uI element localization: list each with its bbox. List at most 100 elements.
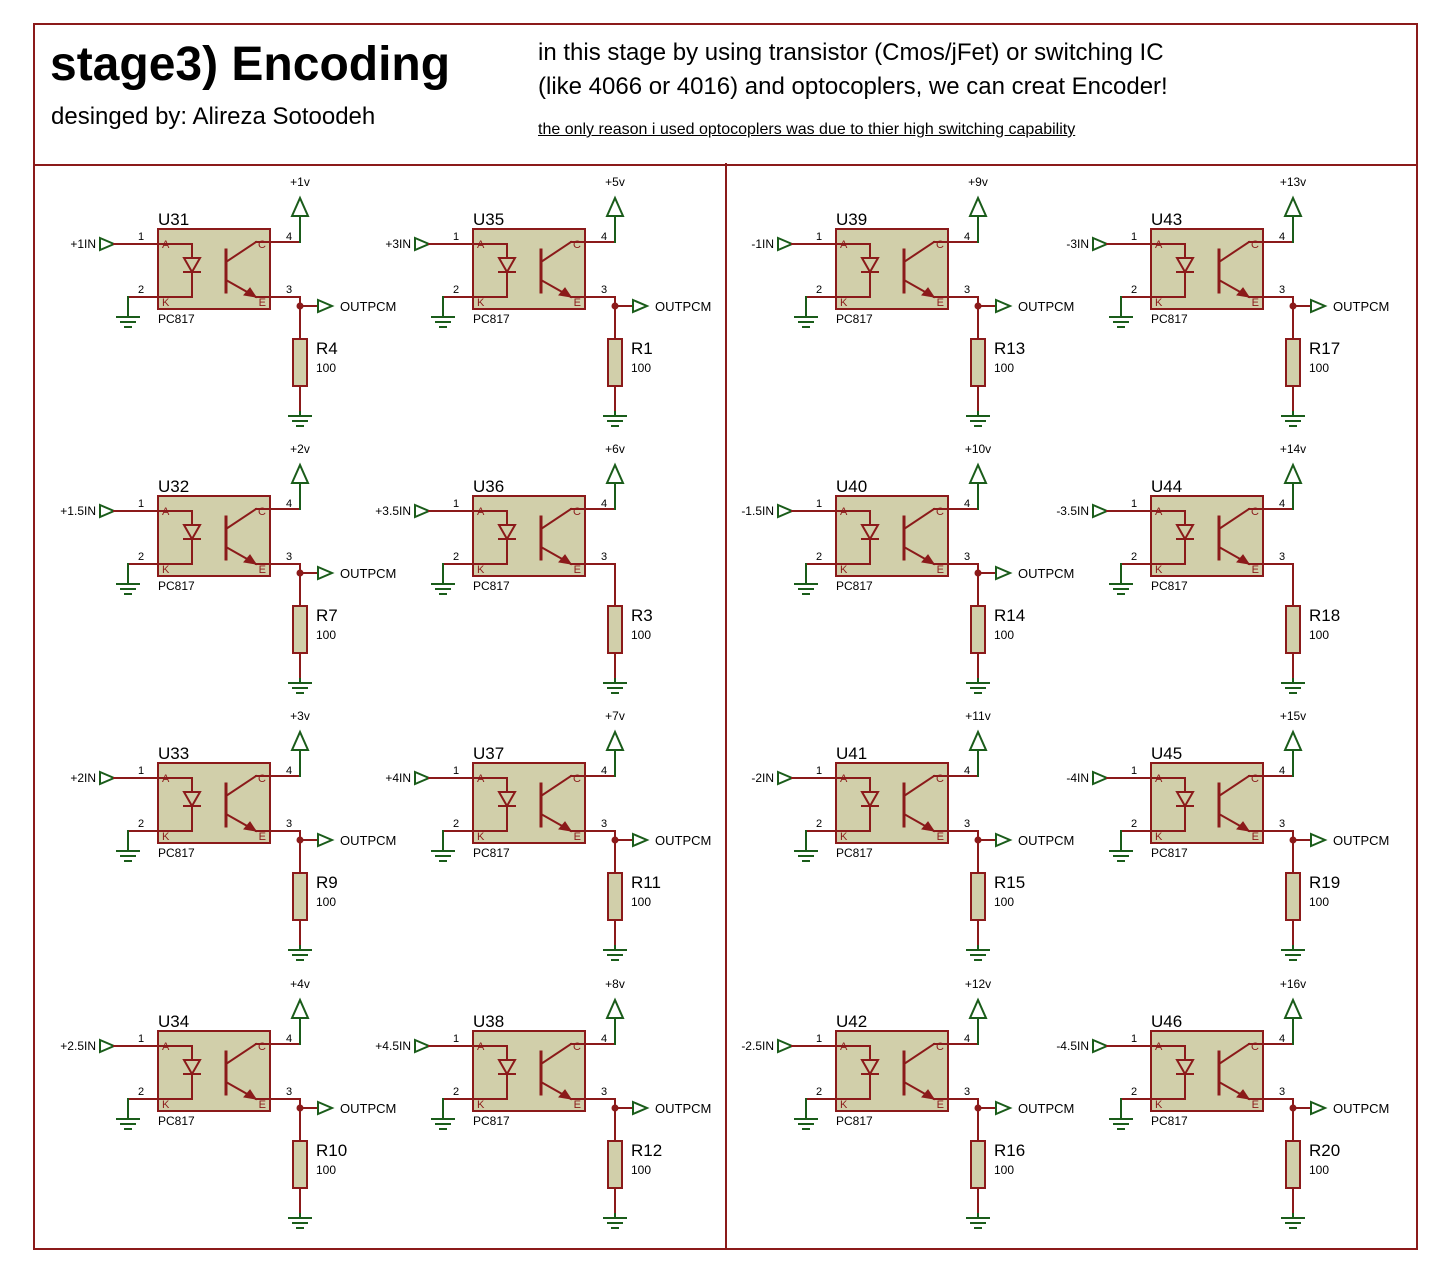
pin-label-cathode: K <box>1155 831 1163 843</box>
transistor-collector <box>539 240 573 264</box>
design-note: the only reason i used optocoplers was d… <box>538 121 1076 138</box>
pin-label-emitter: E <box>574 831 581 843</box>
supply-label: +15v <box>1280 709 1306 723</box>
input-terminal-icon <box>414 770 432 786</box>
pin-number: 4 <box>601 1033 607 1045</box>
pin-number: 3 <box>1279 284 1285 296</box>
input-terminal-icon <box>777 1038 795 1054</box>
pin-label-cathode: K <box>162 1099 170 1111</box>
pin-number: 3 <box>286 284 292 296</box>
resistor-value: 100 <box>631 1163 651 1177</box>
led-icon <box>1175 791 1195 809</box>
resistor-body <box>607 605 623 654</box>
component-designator: U40 <box>836 477 867 496</box>
ground-icon <box>603 1217 627 1229</box>
emitter-arrow-icon <box>243 821 258 832</box>
transistor-collector <box>1217 507 1251 531</box>
supply-label: +3v <box>290 709 310 723</box>
ground-icon <box>116 316 140 328</box>
resistor-designator: R3 <box>631 606 653 625</box>
pin-number: 2 <box>1131 284 1137 296</box>
resistor-body <box>607 338 623 387</box>
output-terminal-icon <box>632 1100 650 1116</box>
led-icon <box>860 1059 880 1077</box>
input-label: -1.5IN <box>741 504 774 518</box>
supply-arrow-icon <box>968 729 988 751</box>
supply-label: +7v <box>605 709 625 723</box>
pin-label-collector: C <box>573 1041 581 1053</box>
led-icon <box>497 257 517 275</box>
input-terminal-icon <box>1092 503 1110 519</box>
input-terminal-icon <box>777 770 795 786</box>
led-icon <box>1175 524 1195 542</box>
component-part-type: PC817 <box>158 312 195 326</box>
component-part-type: PC817 <box>473 846 510 860</box>
supply-arrow-icon <box>605 997 625 1019</box>
pin-number: 4 <box>286 1033 292 1045</box>
resistor-value: 100 <box>994 895 1014 909</box>
input-label: +2.5IN <box>60 1039 96 1053</box>
pin-number: 3 <box>601 1086 607 1098</box>
pin-label-emitter: E <box>1252 564 1259 576</box>
pin-label-emitter: E <box>937 297 944 309</box>
emitter-arrow-icon <box>558 554 573 565</box>
page-title: stage3) Encoding <box>50 38 451 91</box>
pin-label-emitter: E <box>259 564 266 576</box>
pin-number: 3 <box>286 551 292 563</box>
ground-icon <box>431 1118 455 1130</box>
output-terminal-icon <box>317 298 335 314</box>
title-block: stage3) Encoding desinged by: Alireza So… <box>35 25 1416 166</box>
pin-number: 4 <box>1279 1033 1285 1045</box>
resistor-value: 100 <box>1309 628 1329 642</box>
resistor-body <box>970 605 986 654</box>
resistor-value: 100 <box>994 628 1014 642</box>
pin-number: 3 <box>964 1086 970 1098</box>
transistor-collector <box>539 1042 573 1066</box>
resistor-body <box>970 338 986 387</box>
pin-number: 1 <box>138 765 144 777</box>
pin-label-cathode: K <box>477 564 485 576</box>
resistor-designator: R19 <box>1309 873 1340 892</box>
supply-label: +13v <box>1280 175 1306 189</box>
resistor-designator: R12 <box>631 1141 662 1160</box>
pin-label-emitter: E <box>937 831 944 843</box>
pin-label-emitter: E <box>1252 1099 1259 1111</box>
input-label: -2.5IN <box>741 1039 774 1053</box>
pin-number: 4 <box>601 231 607 243</box>
supply-arrow-icon <box>290 997 310 1019</box>
pin-number: 3 <box>964 818 970 830</box>
resistor-value: 100 <box>631 361 651 375</box>
pin-label-collector: C <box>258 239 266 251</box>
ground-icon <box>288 682 312 694</box>
pin-label-collector: C <box>936 506 944 518</box>
output-label: OUTPCM <box>1018 833 1074 848</box>
resistor-body <box>292 1140 308 1189</box>
pin-number: 2 <box>138 284 144 296</box>
output-terminal-icon <box>317 565 335 581</box>
emitter-arrow-icon <box>921 287 936 298</box>
transistor-collector <box>1217 240 1251 264</box>
optocoupler-body <box>835 1030 949 1112</box>
ground-icon <box>794 316 818 328</box>
resistor-designator: R15 <box>994 873 1025 892</box>
pin-number: 3 <box>1279 551 1285 563</box>
component-designator: U41 <box>836 744 867 763</box>
ground-icon <box>288 415 312 427</box>
pin-label-emitter: E <box>937 1099 944 1111</box>
resistor-body <box>292 605 308 654</box>
component-part-type: PC817 <box>158 579 195 593</box>
pin-number: 3 <box>286 1086 292 1098</box>
resistor-body <box>1285 872 1301 921</box>
supply-arrow-icon <box>605 729 625 751</box>
resistor-body <box>970 1140 986 1189</box>
pin-number: 3 <box>601 818 607 830</box>
pin-number: 1 <box>453 765 459 777</box>
supply-label: +8v <box>605 977 625 991</box>
component-part-type: PC817 <box>836 312 873 326</box>
input-label: -3IN <box>1066 237 1089 251</box>
ground-icon <box>966 415 990 427</box>
